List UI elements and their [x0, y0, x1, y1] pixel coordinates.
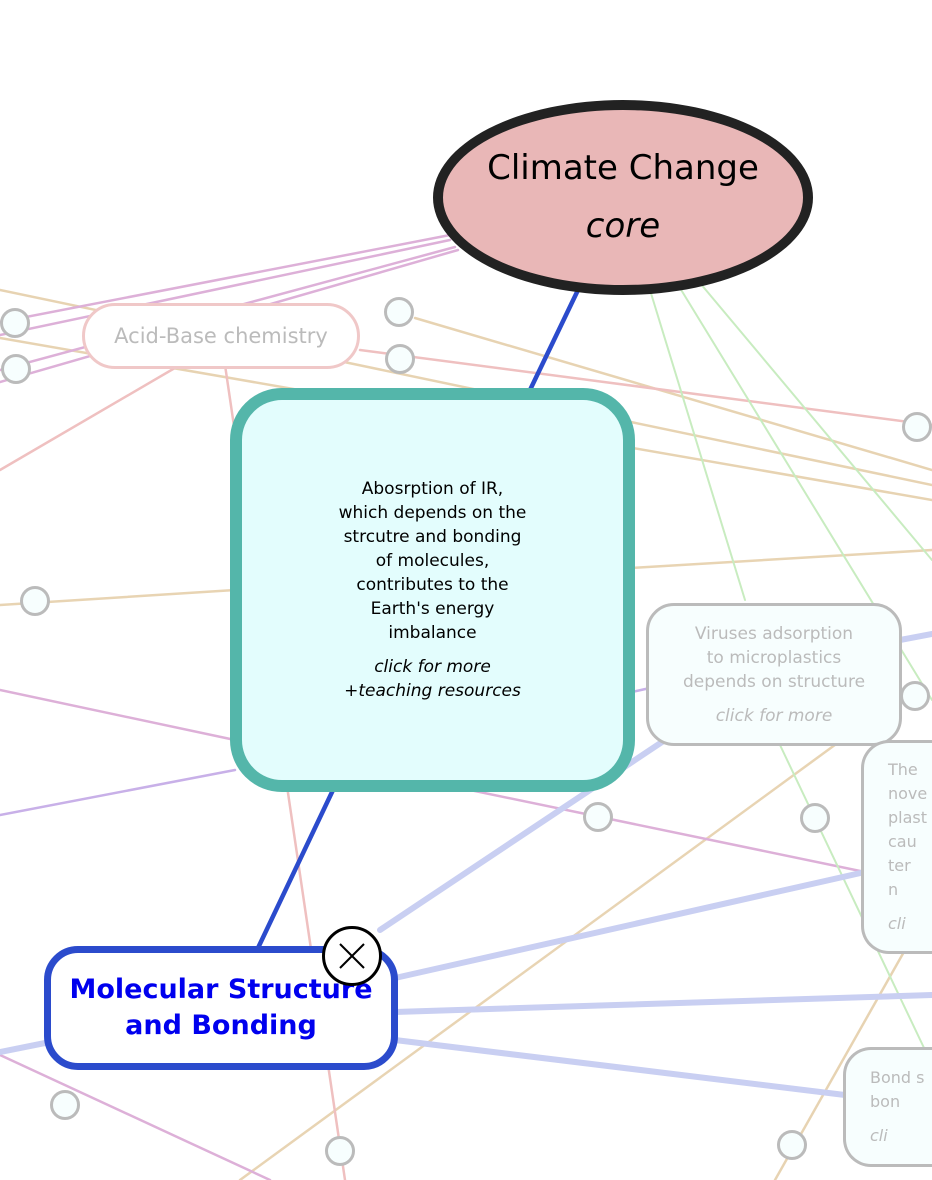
node-acid-base-chemistry[interactable]: Acid-Base chemistry	[82, 303, 360, 369]
node-text-line: cau	[888, 832, 917, 851]
connector-handle[interactable]	[50, 1090, 80, 1120]
node-text-line: to microplastics	[706, 647, 842, 668]
connector-handle[interactable]	[583, 802, 613, 832]
node-text-line: contributes to the	[356, 575, 509, 595]
connector-handle[interactable]	[384, 297, 414, 327]
node-text-line: Bond s	[870, 1068, 925, 1087]
node-text-line: The	[888, 760, 918, 779]
node-text-line: bon	[870, 1092, 901, 1111]
close-node-button[interactable]	[322, 926, 382, 986]
node-text-line: nove	[888, 784, 928, 803]
connector-handle[interactable]	[800, 803, 830, 833]
connector-handle[interactable]	[385, 344, 415, 374]
connector-handle[interactable]	[325, 1136, 355, 1166]
node-text-line: imbalance	[388, 623, 477, 643]
core-node-climate-change[interactable]: Climate Change core	[433, 100, 813, 295]
node-viruses-adsorption[interactable]: Viruses adsorption to microplastics depe…	[646, 603, 902, 746]
node-text-line: depends on structure	[682, 671, 866, 692]
core-node-title: Climate Change	[487, 147, 759, 188]
node-ir-absorption[interactable]: Abosrption of IR, which depends on the s…	[230, 388, 635, 792]
click-for-more-link[interactable]: cli	[888, 914, 906, 933]
node-novel-plastics[interactable]: The nove plast cau ter n cli	[861, 740, 932, 954]
click-for-more-link[interactable]: click for more	[715, 705, 833, 726]
node-text-line: Abosrption of IR,	[361, 479, 504, 499]
node-text-line: Earth's energy	[370, 599, 495, 619]
node-text-line: strcutre and bonding	[343, 527, 522, 547]
node-text-line: ter	[888, 856, 911, 875]
connector-handle[interactable]	[20, 586, 50, 616]
click-for-more-link[interactable]: click for more	[374, 657, 491, 677]
connector-handle[interactable]	[900, 681, 930, 711]
core-node-subtitle: core	[585, 205, 661, 246]
node-text-line: plast	[888, 808, 928, 827]
close-icon	[339, 943, 365, 969]
connector-handle[interactable]	[902, 412, 932, 442]
connector-handle[interactable]	[1, 354, 31, 384]
node-text-line: and Bonding	[125, 1010, 317, 1041]
connector-handle[interactable]	[777, 1130, 807, 1160]
node-text-line: which depends on the	[338, 503, 527, 523]
node-text-line: Molecular Structure	[69, 974, 373, 1005]
node-label: Acid-Base chemistry	[114, 324, 328, 348]
node-text-line: of molecules,	[375, 551, 490, 571]
teaching-resources-link[interactable]: +teaching resources	[344, 681, 521, 701]
node-bond-strength[interactable]: Bond s bon cli	[843, 1047, 932, 1167]
node-text-line: n	[888, 880, 899, 899]
connector-handle[interactable]	[0, 308, 30, 338]
click-for-more-link[interactable]: cli	[870, 1126, 888, 1145]
node-text-line: Viruses adsorption	[694, 623, 854, 644]
